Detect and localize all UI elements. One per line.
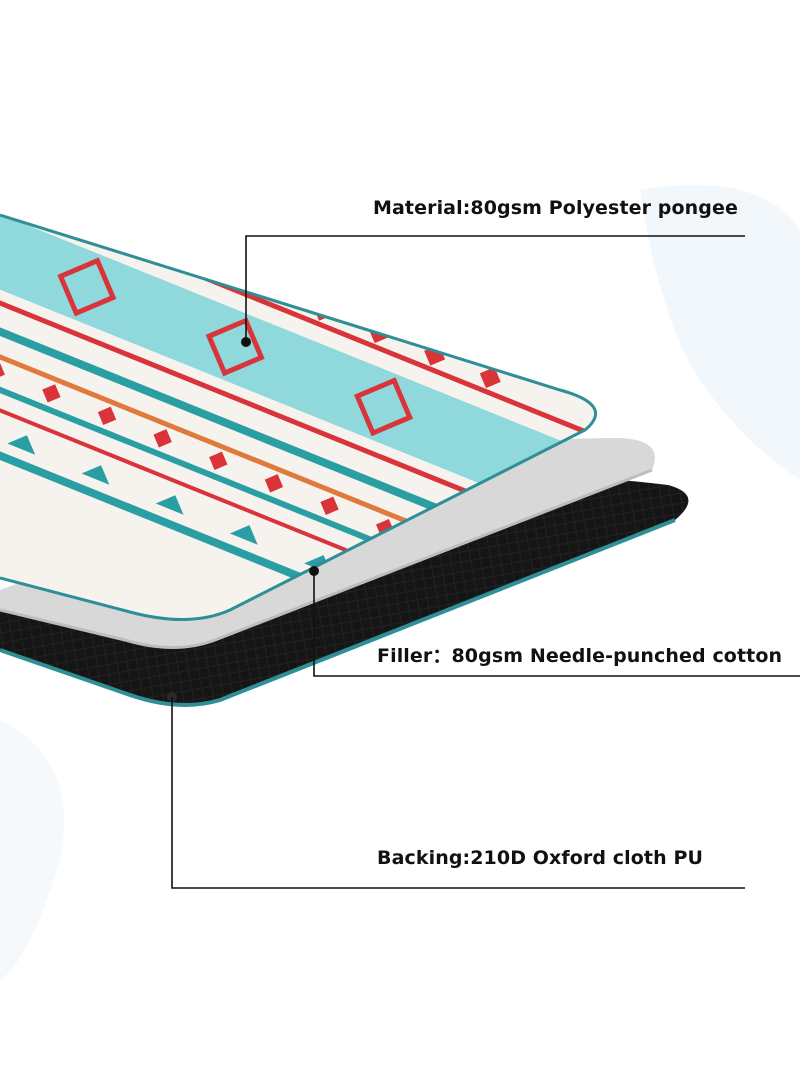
background-swoosh (640, 185, 800, 480)
filler-label: Filler：80gsm Needle-punched cotton (377, 645, 783, 667)
leader-backing (167, 692, 745, 889)
top-layer (0, 213, 598, 622)
leader-filler (309, 566, 800, 677)
material-label: Material:80gsm Polyester pongee (373, 197, 738, 219)
backing-label: Backing:210D Oxford cloth PU (377, 847, 704, 869)
background-swoosh-lower (0, 720, 64, 980)
leader-material (241, 235, 745, 347)
